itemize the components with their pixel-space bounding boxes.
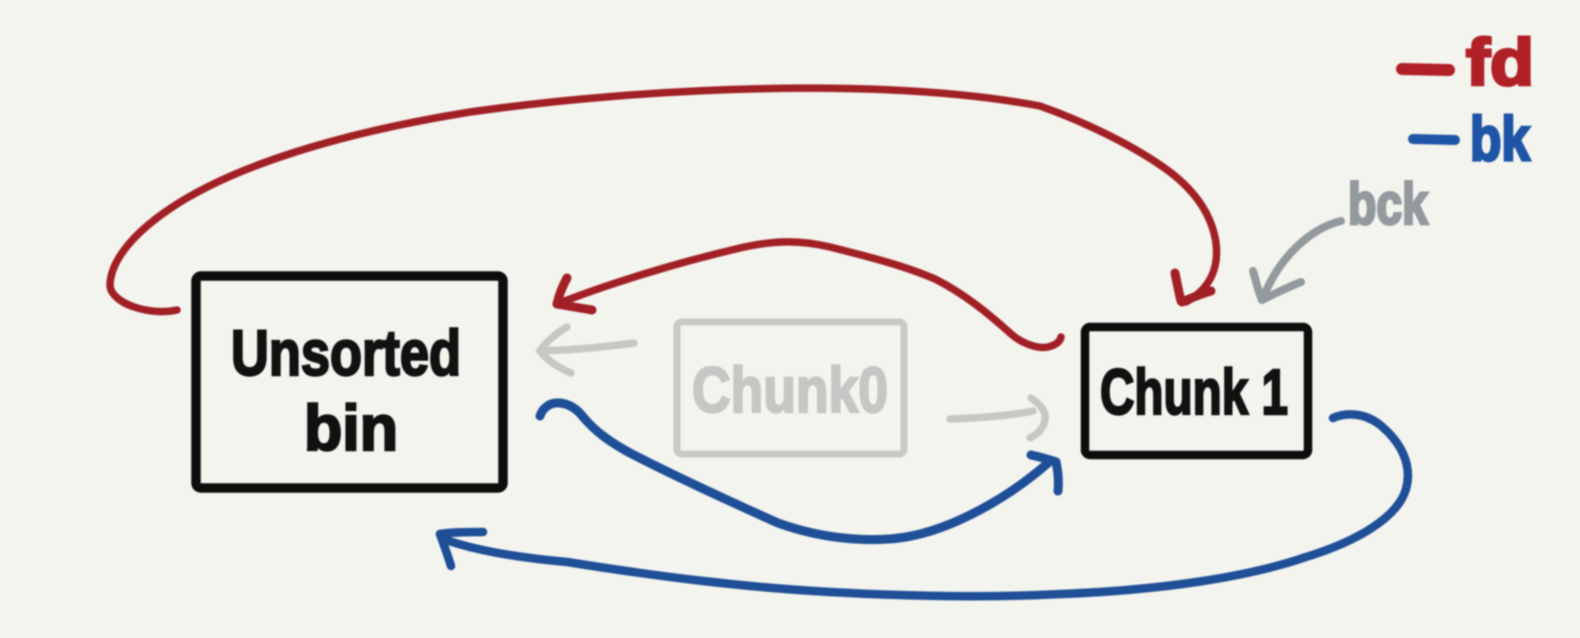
svg-text:bin: bin xyxy=(304,392,398,464)
svg-text:bck: bck xyxy=(1348,172,1429,237)
svg-text:Chunk 1: Chunk 1 xyxy=(1100,356,1288,428)
svg-text:fd: fd xyxy=(1466,25,1534,99)
svg-text:Unsorted: Unsorted xyxy=(231,317,461,389)
svg-text:bk: bk xyxy=(1470,105,1530,174)
svg-text:Chunk0: Chunk0 xyxy=(692,354,888,426)
